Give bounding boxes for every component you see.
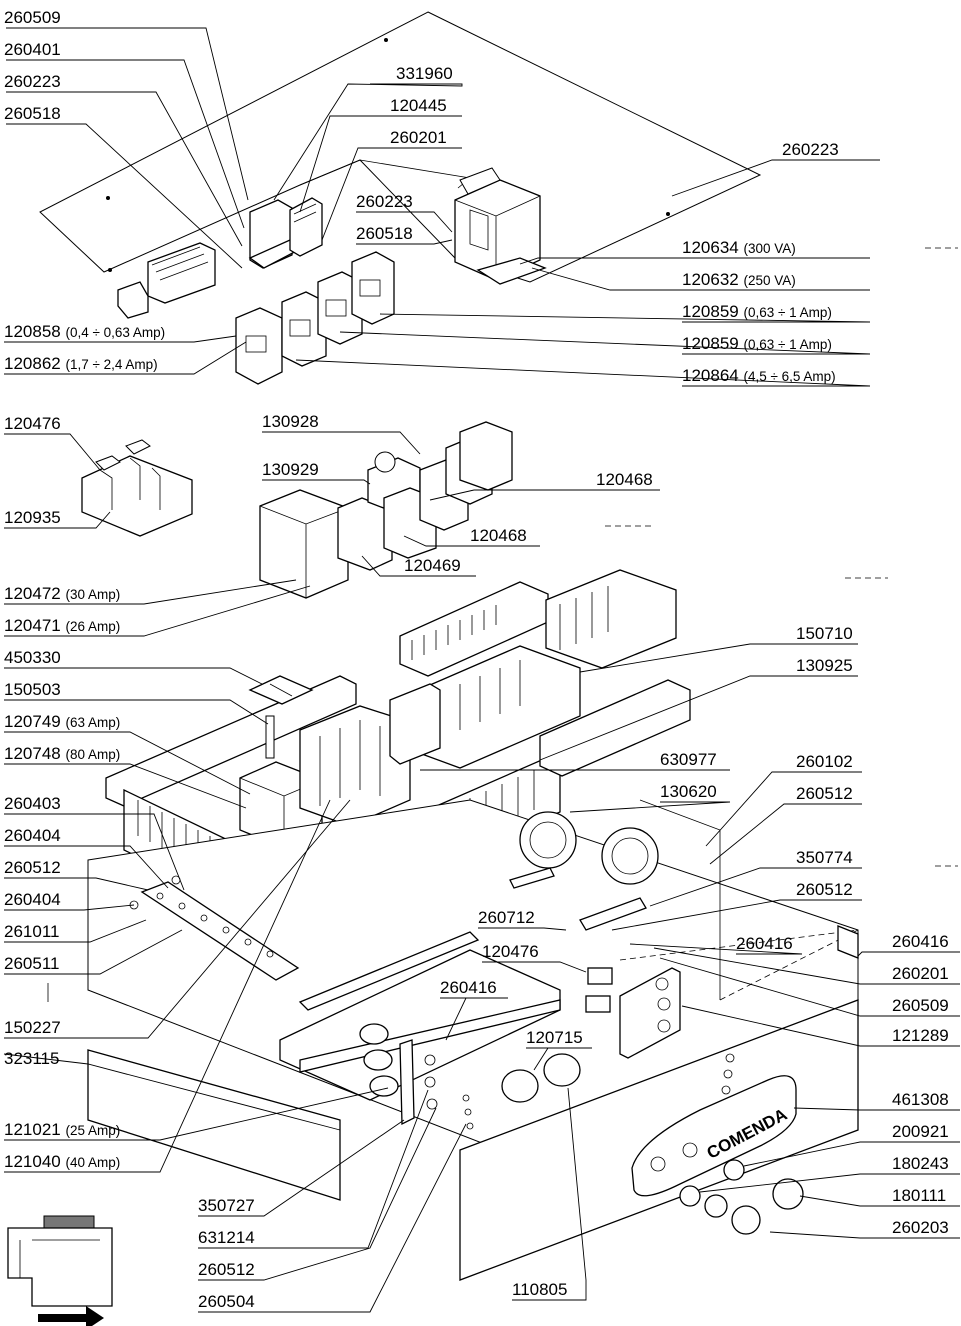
callout-c64: 631214	[198, 1228, 255, 1247]
callout-c53: 260509	[892, 996, 949, 1015]
callout-c40: 260404	[4, 826, 61, 845]
callout-labels: 260509 260401 260223 260518 331960 12044…	[4, 8, 949, 1311]
relay-bases	[81, 439, 193, 537]
callout-c06: 120445	[390, 96, 447, 115]
callout-c37: 350774	[796, 848, 853, 867]
knobs	[679, 1159, 804, 1235]
callout-c09: 260223	[356, 192, 413, 211]
callout-c39: 260403	[4, 794, 61, 813]
callout-c28: 150503	[4, 680, 61, 699]
callout-c11: 120634 (300 VA)	[682, 238, 796, 257]
callout-c47: 260712	[478, 908, 535, 927]
machine-thumbnail	[7, 1215, 113, 1326]
rotary-switches	[501, 1053, 581, 1103]
callout-c66: 260504	[198, 1292, 255, 1311]
callout-c21: 130929	[262, 460, 319, 479]
callout-c50: 260416	[736, 934, 793, 953]
callout-c55: 120715	[526, 1028, 583, 1047]
callout-c54: 121289	[892, 1026, 949, 1045]
callout-c08: 260223	[782, 140, 839, 159]
callout-c24: 120469	[404, 556, 461, 575]
callout-c20: 130928	[262, 412, 319, 431]
callout-c03: 260223	[4, 72, 61, 91]
direction-arrow	[38, 1306, 104, 1326]
callout-c45: 150227	[4, 1018, 61, 1037]
callout-c13: 120859 (0,63 ÷ 1 Amp)	[682, 302, 832, 321]
callout-c17: 120862 (1,7 ÷ 2,4 Amp)	[4, 354, 158, 373]
callout-c31: 150710	[796, 624, 853, 643]
callout-c18: 120476	[4, 414, 61, 433]
callout-c65: 260512	[198, 1260, 255, 1279]
chassis	[87, 799, 859, 1281]
callout-c61: 121021 (25 Amp)	[4, 1120, 120, 1139]
callout-c38: 260512	[796, 880, 853, 899]
callout-c63: 350727	[198, 1196, 255, 1215]
callout-c33: 630977	[660, 750, 717, 769]
leader-lines	[3, 27, 960, 1313]
callout-c41: 260512	[4, 858, 61, 877]
callout-c43: 261011	[4, 922, 59, 941]
transformer	[454, 167, 547, 285]
callout-c04: 260518	[4, 104, 61, 123]
callout-c10: 260518	[356, 224, 413, 243]
callout-c07: 260201	[390, 128, 447, 147]
callout-c02: 260401	[4, 40, 61, 59]
callout-c26: 120471 (26 Amp)	[4, 616, 120, 635]
callout-c42: 260404	[4, 890, 61, 909]
indicator-plate	[619, 967, 681, 1059]
capacitors	[359, 1023, 474, 1130]
callout-c58: 180243	[892, 1154, 949, 1173]
bracket-331960	[248, 199, 304, 269]
motor-protectors	[235, 251, 395, 385]
callout-c27: 450330	[4, 648, 61, 667]
parts-drawing: COMENDA	[7, 11, 958, 1326]
callout-c22: 120468	[596, 470, 653, 489]
callout-c51: 260416	[892, 932, 949, 951]
callout-c46: 323115	[4, 1049, 59, 1068]
terminal-block	[117, 242, 216, 319]
callout-c62: 121040 (40 Amp)	[4, 1152, 120, 1171]
callout-c48: 120476	[482, 942, 539, 961]
callout-c36: 260512	[796, 784, 853, 803]
callout-c12: 120632 (250 VA)	[682, 270, 796, 289]
callout-c05: 331960	[396, 64, 453, 83]
callout-c23: 120468	[470, 526, 527, 545]
callout-c32: 130925	[796, 656, 853, 675]
contactors-group	[259, 421, 513, 599]
callout-c29: 120749 (63 Amp)	[4, 712, 120, 731]
callout-c57: 200921	[892, 1122, 949, 1141]
callout-c30: 120748 (80 Amp)	[4, 744, 120, 763]
circuit-breakers	[299, 683, 441, 827]
timers	[509, 811, 659, 931]
callout-c15: 120864 (4,5 ÷ 6,5 Amp)	[682, 366, 836, 385]
callout-c59: 180111	[892, 1186, 946, 1205]
relay-120445	[289, 197, 323, 257]
callout-c56: 461308	[892, 1090, 949, 1109]
callout-c49: 260416	[440, 978, 497, 997]
callout-c34: 130620	[660, 782, 717, 801]
callout-c35: 260102	[796, 752, 853, 771]
small-relays	[585, 967, 613, 1013]
callout-c25: 120472 (30 Amp)	[4, 584, 120, 603]
callout-c44: 260511	[4, 954, 59, 973]
callout-c67: 110805	[512, 1280, 567, 1299]
callout-c60: 260203	[892, 1218, 949, 1237]
callout-c52: 260201	[892, 964, 949, 983]
callout-c16: 120858 (0,4 ÷ 0,63 Amp)	[4, 322, 165, 341]
callout-c01: 260509	[4, 8, 61, 27]
callout-c19: 120935	[4, 508, 61, 527]
callout-c14: 120859 (0,63 ÷ 1 Amp)	[682, 334, 832, 353]
